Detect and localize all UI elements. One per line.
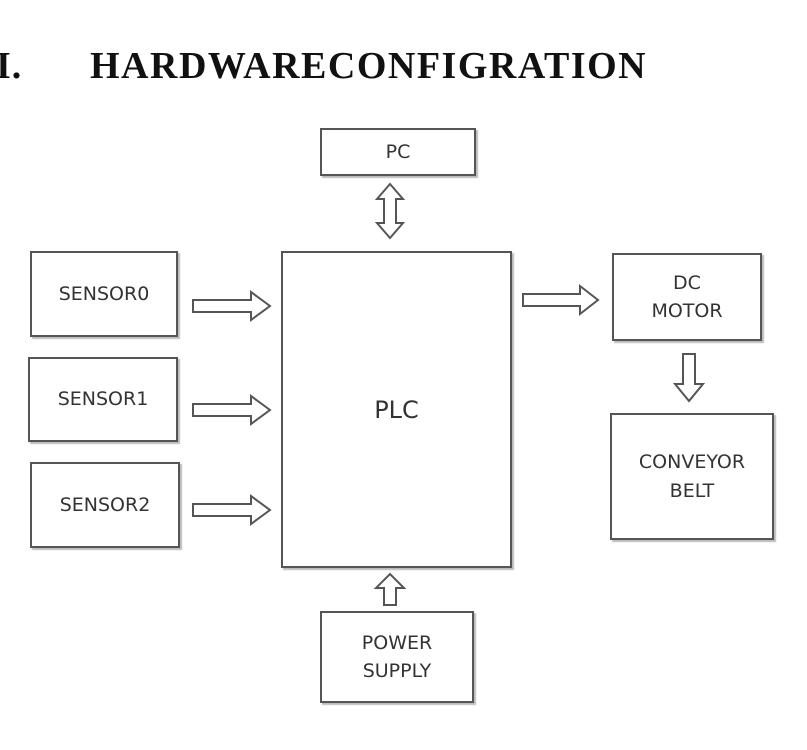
dc-motor-label-line1: DC [673, 271, 701, 294]
power-supply-block: POWER SUPPLY [320, 611, 474, 703]
plc-block: PLC [281, 251, 512, 568]
sensor0-label: SENSOR0 [58, 282, 150, 305]
sensor2-block: SENSOR2 [30, 462, 180, 548]
sensor2-to-plc-arrow [192, 494, 272, 526]
pc-block: PC [320, 128, 476, 176]
motor-to-conveyor-arrow [672, 353, 706, 403]
plc-label: PLC [374, 395, 419, 424]
conveyor-belt-label-line2: BELT [669, 479, 715, 502]
power-to-plc-arrow [373, 572, 407, 606]
conveyor-belt-block: CONVEYOR BELT [610, 413, 774, 540]
sensor1-block: SENSOR1 [28, 357, 178, 442]
sensor1-to-plc-arrow [192, 394, 272, 426]
plc-to-motor-arrow [522, 283, 600, 317]
conveyor-belt-label-line1: CONVEYOR [638, 451, 746, 473]
power-supply-label-line2: SUPPLY [362, 660, 432, 682]
sensor0-block: SENSOR0 [30, 251, 178, 337]
sensor2-label: SENSOR2 [59, 493, 151, 516]
sensor0-to-plc-arrow [192, 290, 272, 322]
section-heading: I. HARDWARECONFIGRATION [0, 44, 807, 104]
dc-motor-label-line2: MOTOR [651, 300, 723, 322]
section-number: I. [0, 45, 23, 87]
section-title: HARDWARECONFIGRATION [90, 45, 648, 87]
pc-plc-bidirectional-arrow [374, 182, 406, 240]
sensor1-label: SENSOR1 [57, 388, 149, 411]
dc-motor-block: DC MOTOR [612, 253, 762, 341]
power-supply-label-line1: POWER [361, 631, 433, 654]
pc-label: PC [385, 140, 411, 163]
